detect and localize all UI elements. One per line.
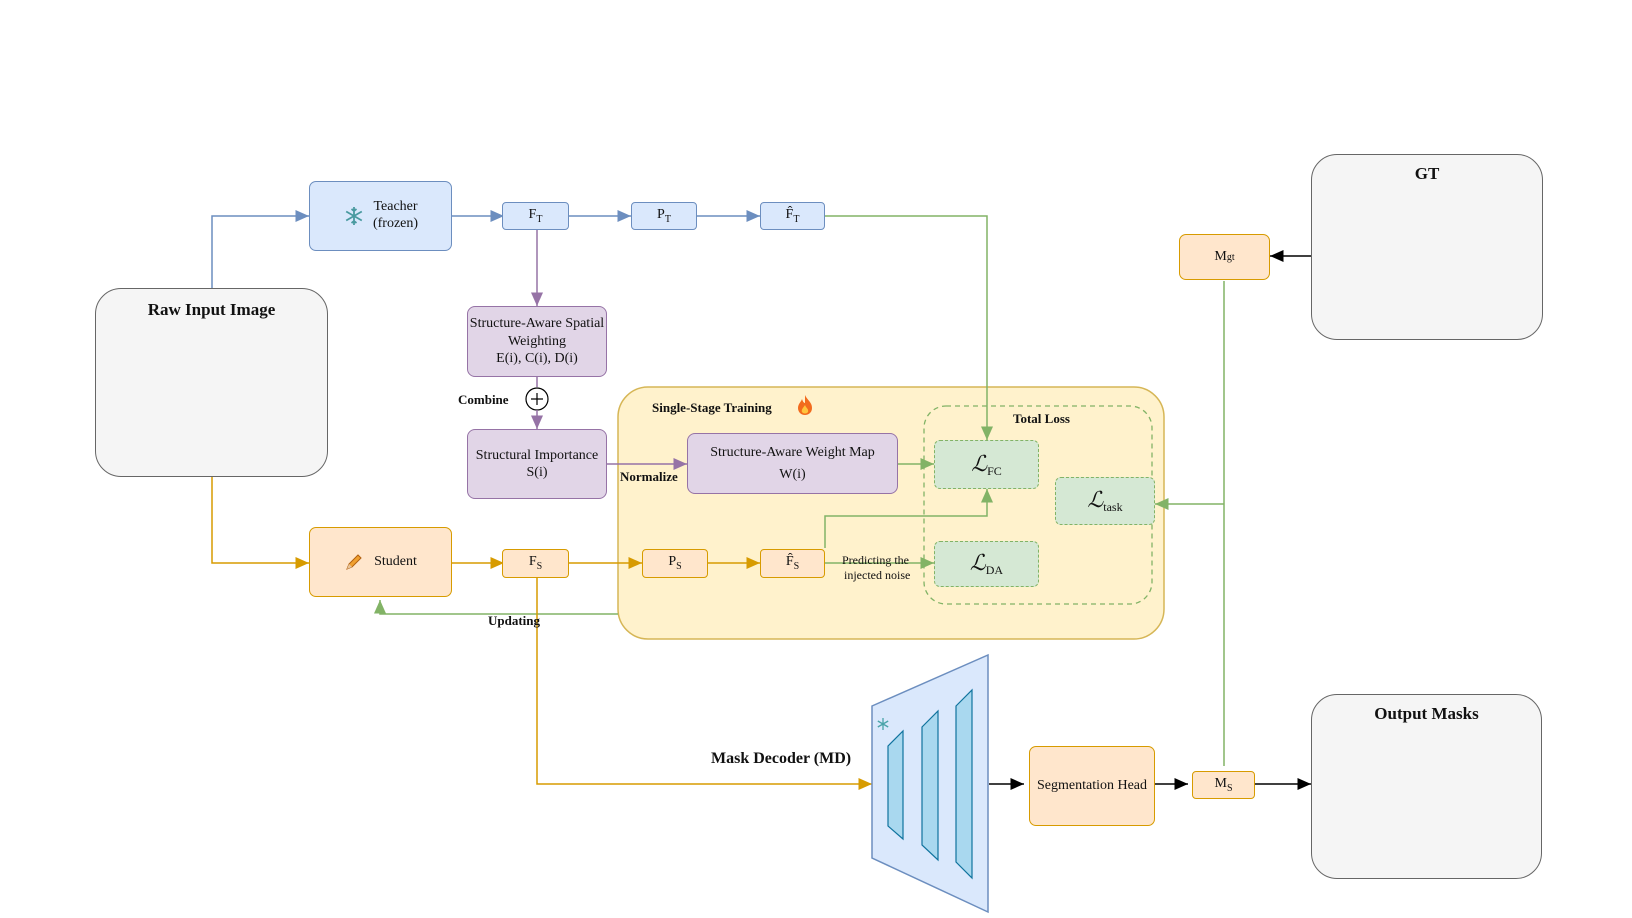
raw-input-panel: Raw Input Image [95, 288, 328, 477]
ps-node: PS [642, 549, 708, 578]
decoder-layer-3 [955, 688, 973, 880]
student-block: Student [309, 527, 452, 597]
decoder-layer-2 [921, 709, 939, 862]
combine-label: Combine [458, 392, 509, 407]
output-masks-panel: Output Masks [1311, 694, 1542, 879]
loss-fc: ℒFC [934, 440, 1039, 489]
wire-fs-to-decoder [536, 578, 872, 790]
total-loss-box [923, 405, 1153, 605]
decoder-layer-1 [887, 729, 904, 841]
mgt-node: Mgt [1179, 234, 1270, 280]
wire-fthat-to-lfc [825, 215, 993, 440]
snowflake-icon [345, 207, 363, 225]
single-stage-training-title: Single-Stage Training [652, 400, 772, 415]
noise-label-line2: injected noise [844, 568, 911, 582]
fs-hat-node: F̂S [760, 549, 825, 578]
wire-updating-to-student [374, 600, 618, 615]
gt-panel: GT [1311, 154, 1543, 340]
raw-input-title: Raw Input Image [147, 300, 276, 319]
structural-importance-block: Structural Importance S(i) [467, 429, 607, 499]
ms-node: MS [1192, 771, 1255, 799]
decoder-snowflake-icon [877, 718, 889, 730]
updating-label: Updating [488, 613, 541, 628]
normalize-label: Normalize [620, 469, 678, 484]
teacher-block: Teacher (frozen) [309, 181, 452, 251]
total-loss-label: Total Loss [1013, 411, 1070, 426]
segmentation-head-block: Segmentation Head [1029, 746, 1155, 826]
wire-ms-mgt-to-ltask [1155, 281, 1225, 766]
wire-raw-to-teacher [211, 210, 309, 288]
fs-node: FS [502, 549, 569, 578]
student-label: Student [374, 554, 417, 570]
teacher-label: Teacher [373, 199, 418, 215]
fire-icon [798, 395, 812, 415]
mask-decoder-title: Mask Decoder (MD) [711, 750, 852, 767]
ft-hat-node: F̂T [760, 202, 825, 230]
noise-label-line1: Predicting the [842, 553, 909, 567]
wire-raw-to-student [211, 477, 309, 569]
wire-fshat-to-lfc [824, 489, 993, 548]
gt-title: GT [1414, 164, 1440, 183]
output-masks-title: Output Masks [1374, 704, 1479, 723]
teacher-frozen-label: (frozen) [372, 216, 419, 231]
pt-node: PT [631, 202, 697, 230]
loss-task: ℒtask [1055, 477, 1155, 525]
structure-aware-spatial-weighting: Structure-Aware Spatial Weighting E(i), … [467, 306, 607, 377]
structure-aware-weight-map: Structure-Aware Weight Map W(i) [687, 433, 898, 494]
ft-node: FT [502, 202, 569, 230]
loss-da: ℒDA [934, 541, 1039, 587]
pencil-icon [346, 554, 362, 570]
